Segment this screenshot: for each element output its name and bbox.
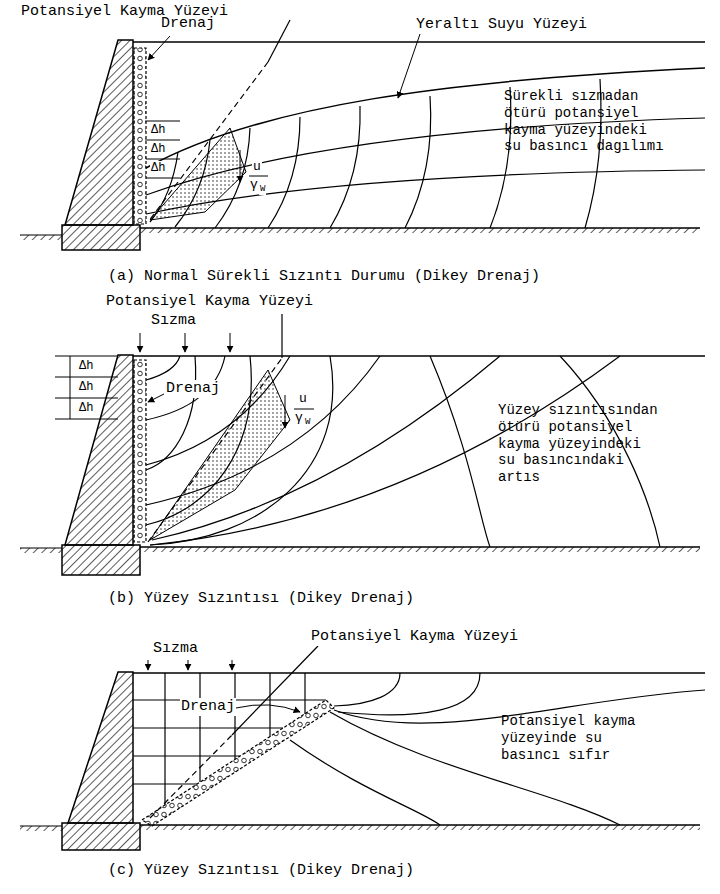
pressure-symbol: u [298, 391, 308, 407]
pressure-symbol: u [252, 159, 262, 175]
head-drop-label: Δh [150, 161, 166, 175]
pressure-symbol: γ [249, 177, 259, 193]
figure-caption: (b) Yüzey Sızıntısı (Dikey Drenaj) [107, 590, 415, 608]
pressure-subscript: W [304, 417, 311, 428]
pressure-subscript: W [259, 184, 266, 195]
drain-label: Drenaj [180, 698, 236, 716]
description-note: Potansiyel kayma yüzeyinde su basıncı sı… [500, 713, 652, 763]
figure-caption: (a) Normal Sürekli Sızıntı Durumu (Dikey… [107, 268, 541, 286]
head-drop-label: Δh [150, 123, 166, 137]
slip-surface-label: Potansiyel Kayma Yüzeyi [310, 628, 519, 646]
drain-label: Drenaj [165, 380, 221, 398]
head-drop-label: Δh [150, 142, 166, 156]
head-drop-label: Δh [78, 359, 94, 373]
description-note: Yüzey sızıntısından ötürü potansiyel kay… [497, 402, 663, 486]
slip-surface-label: Potansiyel Kayma Yüzeyi [105, 293, 314, 311]
infiltration-label: Sızma [150, 312, 197, 330]
infiltration-label: Sızma [152, 640, 199, 658]
description-note: Sürekli sızmadan ötürü potansiyel kayma … [503, 88, 669, 155]
figure-caption: (c) Yüzey Sızıntısı (Dikey Drenaj) [107, 862, 415, 880]
drain-label: Drenaj [160, 15, 216, 33]
pressure-symbol: γ [294, 410, 304, 426]
head-drop-label: Δh [78, 401, 94, 415]
head-drop-label: Δh [78, 380, 94, 394]
water-table-label: Yeraltı Suyu Yüzeyi [415, 16, 588, 34]
